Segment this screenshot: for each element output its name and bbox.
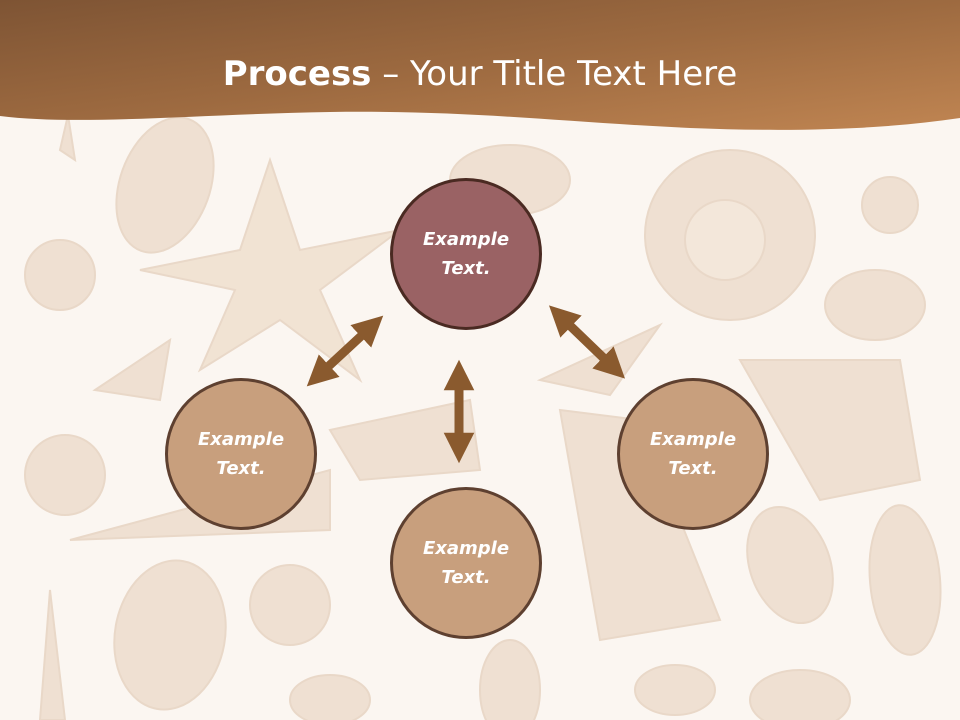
title-text: – Your Title Text Here: [371, 54, 738, 94]
process-node-bottom[interactable]: Example Text.: [390, 487, 542, 639]
node-line-1: Example: [197, 429, 285, 450]
node-text: Example Text.: [633, 425, 753, 483]
node-text: Example Text.: [406, 534, 526, 592]
double-arrow-icon: [306, 315, 384, 387]
node-line-2: Text.: [216, 458, 266, 479]
node-line-1: Example: [422, 229, 510, 250]
double-arrow-icon: [548, 305, 626, 379]
process-node-top[interactable]: Example Text.: [390, 178, 542, 330]
node-line-1: Example: [649, 429, 737, 450]
node-line-2: Text.: [441, 567, 491, 588]
header-band: [0, 0, 960, 130]
node-line-2: Text.: [441, 258, 491, 279]
process-node-left[interactable]: Example Text.: [165, 378, 317, 530]
slide-title: Process – Your Title Text Here: [0, 52, 960, 96]
node-line-2: Text.: [668, 458, 718, 479]
node-line-1: Example: [422, 538, 510, 559]
process-node-right[interactable]: Example Text.: [617, 378, 769, 530]
title-bold: Process: [222, 54, 372, 94]
node-text: Example Text.: [406, 225, 526, 283]
node-text: Example Text.: [181, 425, 301, 483]
